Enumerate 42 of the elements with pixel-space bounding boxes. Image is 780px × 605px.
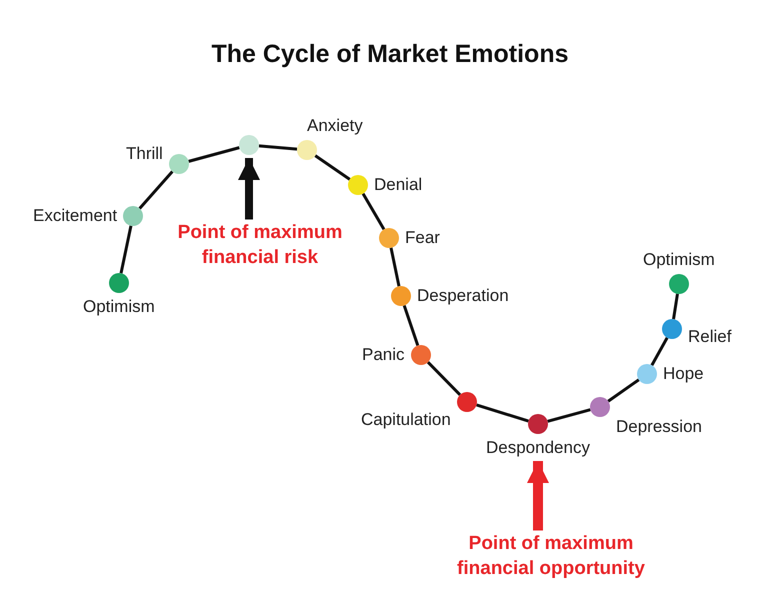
title: The Cycle of Market Emotions bbox=[210, 40, 570, 69]
emotion-marker bbox=[391, 286, 509, 306]
emotion-marker bbox=[643, 250, 715, 294]
curve-segment bbox=[402, 304, 420, 346]
emotion-label: Despondency bbox=[486, 438, 590, 458]
annotation-text: Point of maximum financial risk bbox=[145, 220, 375, 271]
curve-segment bbox=[314, 154, 351, 181]
curve-segment bbox=[426, 361, 462, 396]
emotion-label: Thrill bbox=[126, 144, 163, 164]
curve-segment bbox=[258, 144, 298, 151]
curve-segment bbox=[650, 337, 668, 366]
curve-segment bbox=[362, 192, 386, 230]
emotion-marker bbox=[637, 364, 704, 384]
curve-segment bbox=[120, 225, 132, 274]
emotion-label: Hope bbox=[663, 364, 704, 384]
emotion-marker bbox=[379, 228, 440, 248]
emotion-label: Relief bbox=[688, 327, 732, 347]
annotation-text: Point of maximum financial opportunity bbox=[436, 530, 666, 582]
emotion-label: Panic bbox=[362, 345, 405, 365]
emotion-label: Optimism bbox=[643, 250, 715, 270]
emotion-label: Capitulation bbox=[361, 410, 451, 430]
curve-segment bbox=[607, 378, 640, 402]
emotion-label: Excitement bbox=[33, 206, 118, 226]
emotion-marker bbox=[486, 414, 590, 458]
emotion-label: Desperation bbox=[417, 286, 509, 306]
emotion-label: Anxiety bbox=[307, 116, 363, 136]
arrow bbox=[527, 461, 549, 530]
emotion-marker bbox=[362, 345, 431, 365]
emotion-marker bbox=[348, 175, 422, 195]
emotion-marker bbox=[33, 206, 144, 226]
curve-segment bbox=[672, 294, 679, 320]
curve-segment bbox=[188, 146, 240, 163]
emotion-marker bbox=[83, 273, 155, 317]
curve-segment bbox=[138, 170, 174, 210]
curve-segment bbox=[476, 404, 529, 422]
emotion-label: Depression bbox=[616, 417, 702, 437]
emotion-label: Denial bbox=[374, 175, 422, 195]
curve-segment bbox=[547, 408, 591, 423]
arrow bbox=[238, 158, 260, 220]
emotion-label: Optimism bbox=[83, 297, 155, 317]
curve-segment bbox=[390, 247, 400, 287]
emotion-label: Fear bbox=[405, 228, 440, 248]
